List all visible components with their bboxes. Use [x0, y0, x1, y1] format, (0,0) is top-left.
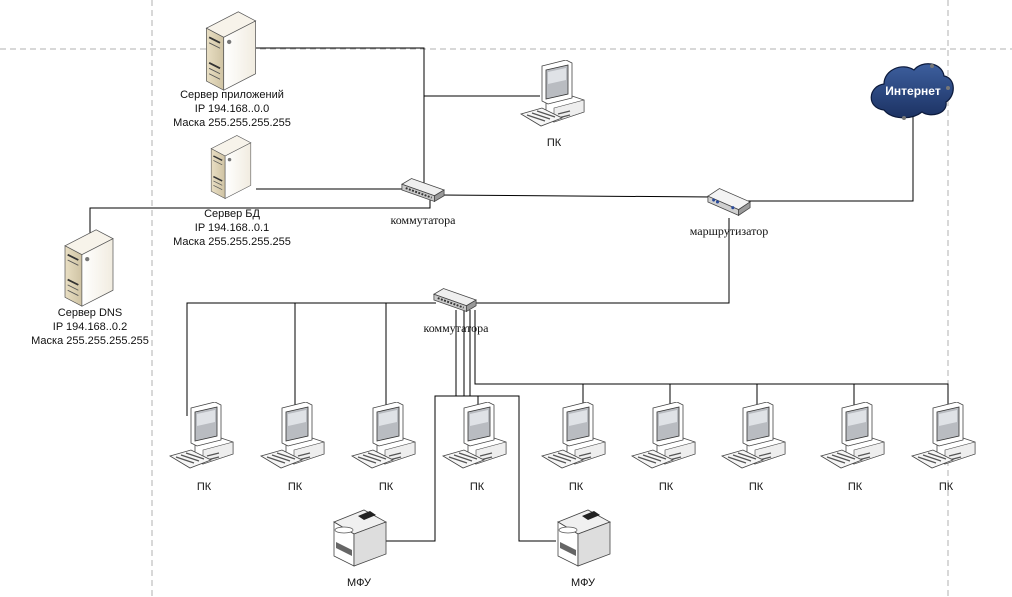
switch-bottom-label: коммутатора	[423, 321, 489, 335]
pc-label: ПК	[287, 481, 303, 493]
db-server-name: Сервер БД	[204, 208, 260, 220]
app-server-mask: Маска 255.255.255.255	[173, 117, 291, 129]
app-server-ip: IP 194.168..0.0	[194, 103, 270, 115]
internet-cloud-icon[interactable]	[870, 63, 954, 120]
app-server-icon[interactable]	[205, 10, 257, 92]
pc-label: ПК	[568, 481, 584, 493]
mfp-label: МФУ	[571, 577, 595, 589]
pc-icon[interactable]	[911, 402, 976, 469]
pc-icon[interactable]	[541, 402, 606, 469]
pc-label: ПК	[938, 481, 954, 493]
switch-top-label: коммутатора	[390, 213, 456, 227]
router-label: маршрутизатор	[689, 224, 769, 238]
db-server-icon[interactable]	[210, 134, 252, 200]
dns-server-ip: IP 194.168..0.2	[52, 321, 128, 333]
dns-server-icon[interactable]	[63, 228, 115, 308]
mfp-printer-icon[interactable]	[333, 509, 387, 567]
pc-icon[interactable]	[351, 402, 416, 469]
pc-row-bottom	[169, 402, 976, 469]
network-links	[89, 47, 949, 542]
internet-label: Интернет	[885, 84, 941, 98]
switch-bottom-icon[interactable]	[432, 287, 478, 313]
mfp-label: МФУ	[347, 577, 371, 589]
pc-label: ПК	[378, 481, 394, 493]
pc-icon[interactable]	[442, 402, 507, 469]
db-server-mask: Маска 255.255.255.255	[173, 236, 291, 248]
pc-icon[interactable]	[169, 402, 234, 469]
pc-icon[interactable]	[631, 402, 696, 469]
pc-top-icon[interactable]	[520, 60, 585, 127]
pc-icon[interactable]	[260, 402, 325, 469]
app-server-name: Сервер приложений	[180, 89, 284, 101]
pc-label: ПК	[658, 481, 674, 493]
dns-server-mask: Маска 255.255.255.255	[31, 335, 149, 347]
pc-icon[interactable]	[721, 402, 786, 469]
app-server-label: Сервер приложений IP 194.168..0.0 Маска …	[162, 88, 302, 130]
pc-label: ПК	[469, 481, 485, 493]
db-server-ip: IP 194.168..0.1	[194, 222, 270, 234]
dns-server-label: Сервер DNS IP 194.168..0.2 Маска 255.255…	[20, 306, 160, 348]
dns-server-name: Сервер DNS	[57, 307, 123, 319]
switch-top-icon[interactable]	[400, 177, 446, 203]
pc-label: ПК	[748, 481, 764, 493]
mfp-printer-icon[interactable]	[557, 509, 611, 567]
pc-label: ПК	[847, 481, 863, 493]
router-icon[interactable]	[707, 187, 751, 216]
pc-top-label: ПК	[546, 137, 562, 149]
pc-icon[interactable]	[820, 402, 885, 469]
pc-label: ПК	[196, 481, 212, 493]
db-server-label: Сервер БД IP 194.168..0.1 Маска 255.255.…	[162, 207, 302, 249]
